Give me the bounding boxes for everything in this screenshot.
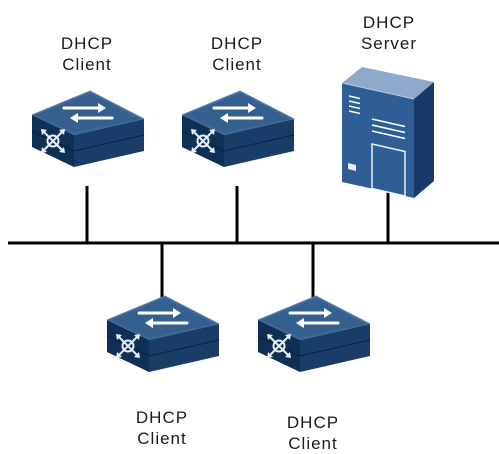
client-1-label: DHCP Client xyxy=(27,33,147,75)
server-label: DHCP Server xyxy=(329,12,449,54)
network-switch-icon xyxy=(256,294,372,374)
client-2-label-line1: DHCP xyxy=(210,34,264,53)
network-switch-icon xyxy=(105,294,221,374)
network-switch-icon xyxy=(30,89,146,169)
client-4-label-line1: DHCP xyxy=(286,413,340,432)
client-4-label: DHCP Client xyxy=(253,412,373,454)
client-2-label-line2: Client xyxy=(212,55,262,74)
server-label-line2: Server xyxy=(360,34,418,53)
client-4-label-line2: Client xyxy=(288,434,338,453)
client-2-label: DHCP Client xyxy=(177,33,297,75)
client-3-label-line2: Client xyxy=(137,429,187,448)
client-1-label-line1: DHCP xyxy=(60,34,114,53)
server-label-line1: DHCP xyxy=(362,13,416,32)
connections xyxy=(8,186,499,300)
client-1-label-line2: Client xyxy=(62,55,112,74)
server-tower-icon xyxy=(341,67,434,198)
client-3-label: DHCP Client xyxy=(102,407,222,449)
client-3-label-line1: DHCP xyxy=(135,408,189,427)
network-switch-icon xyxy=(180,89,296,169)
